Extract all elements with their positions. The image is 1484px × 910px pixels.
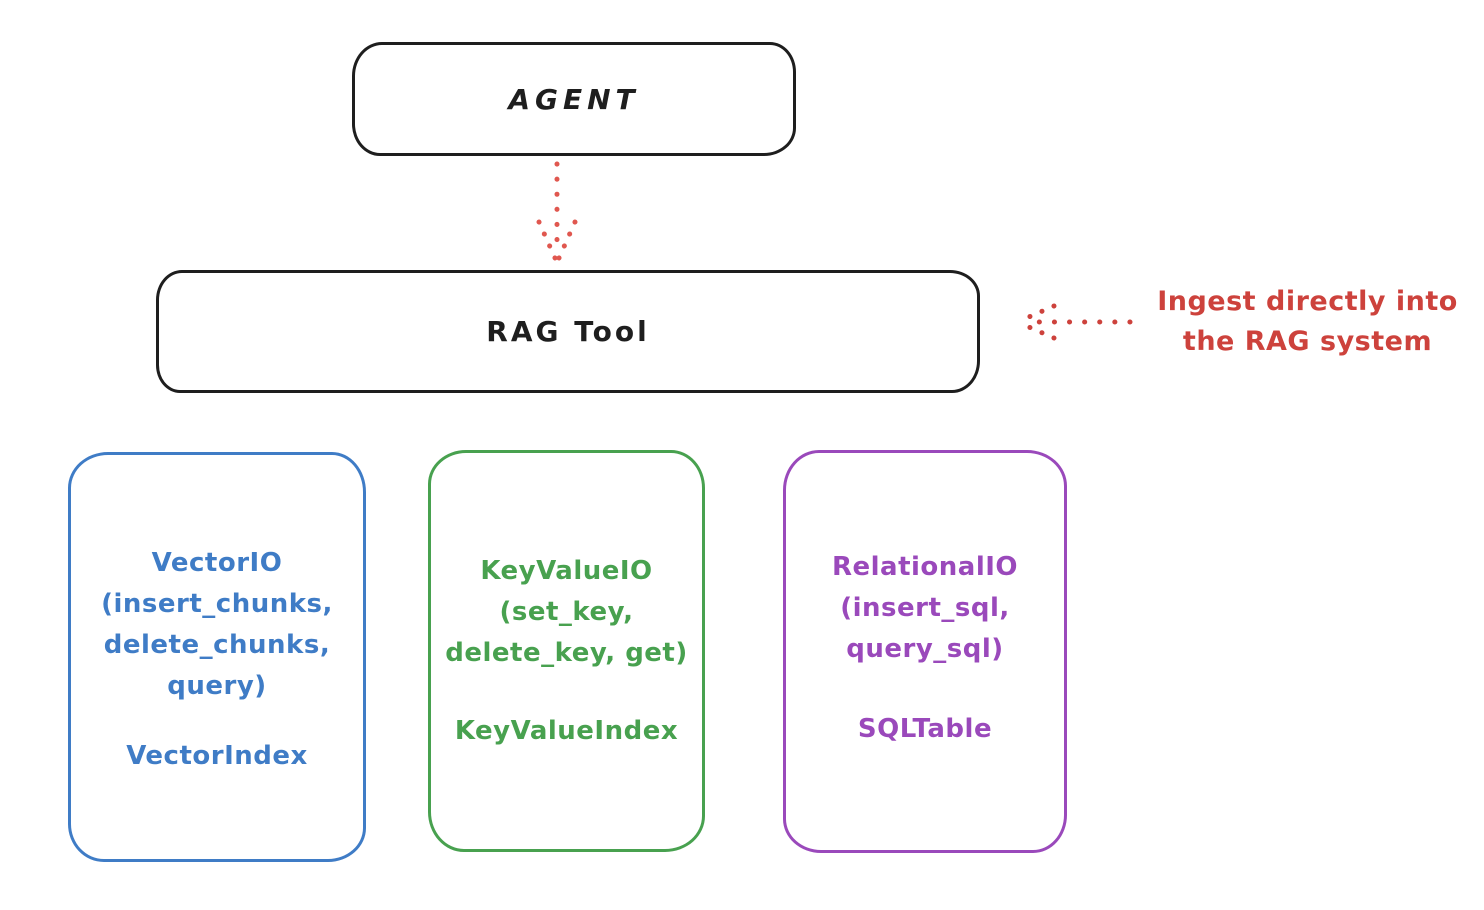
relational-io-methods: RelationalIO (insert_sql, query_sql) xyxy=(831,552,1019,664)
key-value-io-node: KeyValueIO (set_key, delete_key, get) Ke… xyxy=(428,450,705,852)
dotted-arrow-down-icon xyxy=(536,161,578,261)
vector-io-methods: VectorIO (insert_chunks, delete_chunks, … xyxy=(101,548,333,701)
agent-node: AGENT xyxy=(352,42,796,156)
agent-label: AGENT xyxy=(508,82,640,116)
vector-io-node: VectorIO (insert_chunks, delete_chunks, … xyxy=(68,452,366,862)
key-value-io-methods: KeyValueIO (set_key, delete_key, get) xyxy=(445,556,688,668)
rag-tool-label: RAG Tool xyxy=(486,315,650,348)
dotted-arrow-down-strokes xyxy=(536,161,578,261)
vector-index-label: VectorIndex xyxy=(126,741,308,771)
ingest-annotation: Ingest directly into the RAG system xyxy=(1157,286,1458,357)
sql-table-label: SQLTable xyxy=(857,714,993,744)
relational-io-node: RelationalIO (insert_sql, query_sql) SQL… xyxy=(783,450,1067,853)
dotted-arrow-left-strokes xyxy=(1019,303,1133,341)
rag-tool-node: RAG Tool xyxy=(156,270,980,393)
key-value-index-label: KeyValueIndex xyxy=(454,716,679,746)
dotted-arrow-left-icon xyxy=(1019,303,1133,341)
